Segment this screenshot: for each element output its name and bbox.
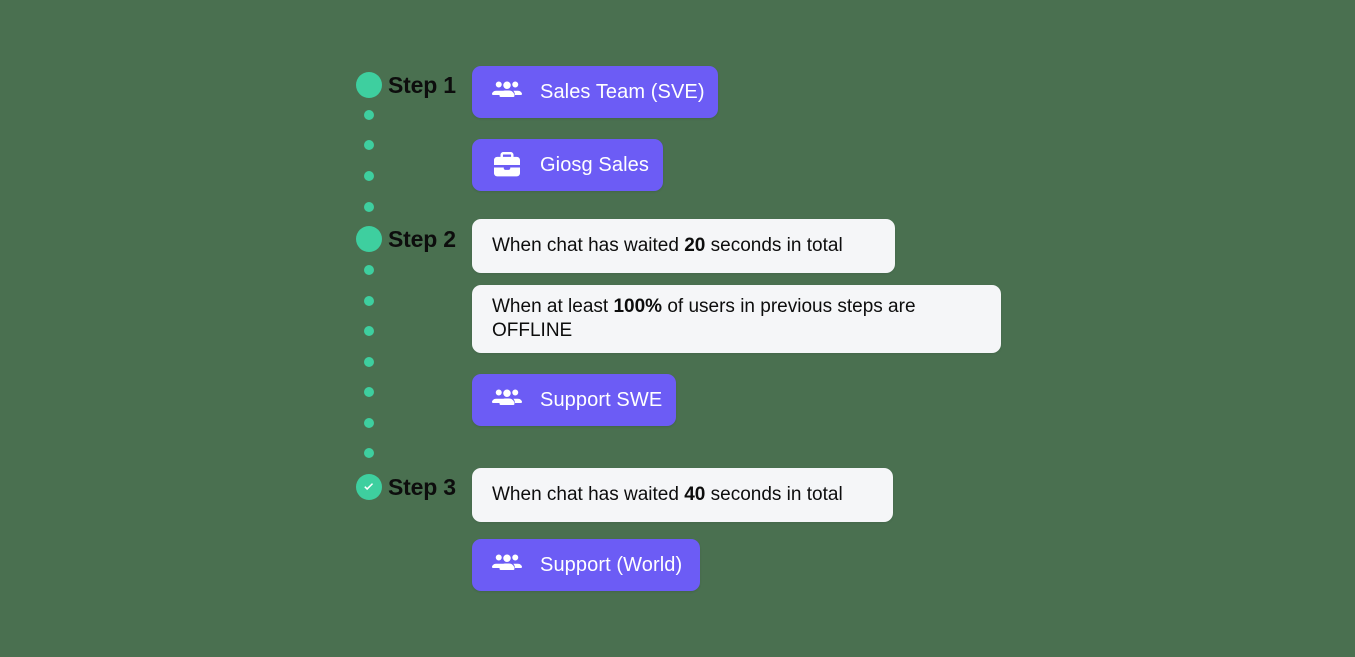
chip-label: Giosg Sales [540, 153, 649, 176]
rail-dot [364, 140, 374, 150]
condition-value: 40 [684, 484, 706, 506]
step-marker-1[interactable] [356, 72, 382, 98]
chip-label: Sales Team (SVE) [540, 80, 705, 103]
step-marker-3[interactable] [356, 474, 382, 500]
condition-card-wait-20[interactable]: When chat has waited 20 seconds in total [472, 219, 895, 273]
target-chip-sales-team[interactable]: Sales Team (SVE) [472, 66, 718, 118]
chip-label: Support (World) [540, 553, 683, 576]
step-label-2: Step 2 [388, 226, 456, 252]
condition-prefix: When chat has waited [492, 484, 685, 506]
step-label-3: Step 3 [388, 474, 456, 500]
condition-card-users-offline[interactable]: When at least 100% of users in previous … [472, 285, 1001, 353]
target-chip-giosg-sales[interactable]: Giosg Sales [472, 139, 663, 191]
rail-dot [364, 357, 374, 367]
briefcase-icon [492, 150, 522, 180]
step-marker-2[interactable] [356, 226, 382, 252]
condition-value: 100% [613, 296, 663, 318]
rail-dot [364, 387, 374, 397]
condition-card-wait-40[interactable]: When chat has waited 40 seconds in total [472, 468, 893, 522]
condition-suffix: of users in previous steps are OFFLINE [492, 296, 916, 341]
condition-value: 20 [684, 235, 706, 257]
condition-text: When chat has waited 40 seconds in total [492, 483, 843, 507]
condition-prefix: When chat has waited [492, 235, 685, 257]
rail-dot [364, 110, 374, 120]
rail-dot [364, 265, 374, 275]
step-label-1: Step 1 [388, 72, 456, 98]
condition-suffix: seconds in total [705, 235, 843, 257]
condition-text: When at least 100% of users in previous … [492, 295, 981, 343]
rail-dot [364, 296, 374, 306]
target-chip-support-swe[interactable]: Support SWE [472, 374, 676, 426]
rail-dot [364, 448, 374, 458]
users-icon [492, 385, 522, 415]
condition-suffix: seconds in total [705, 484, 843, 506]
target-chip-support-world[interactable]: Support (World) [472, 539, 700, 591]
timeline-rail [356, 60, 382, 510]
users-icon [492, 77, 522, 107]
condition-text: When chat has waited 20 seconds in total [492, 234, 843, 258]
rail-dot [364, 171, 374, 181]
condition-prefix: When at least [492, 296, 614, 318]
users-icon [492, 550, 522, 580]
rail-dot [364, 202, 374, 212]
check-icon [364, 483, 374, 491]
rail-dot [364, 418, 374, 428]
rail-dot [364, 326, 374, 336]
chip-label: Support SWE [540, 388, 663, 411]
